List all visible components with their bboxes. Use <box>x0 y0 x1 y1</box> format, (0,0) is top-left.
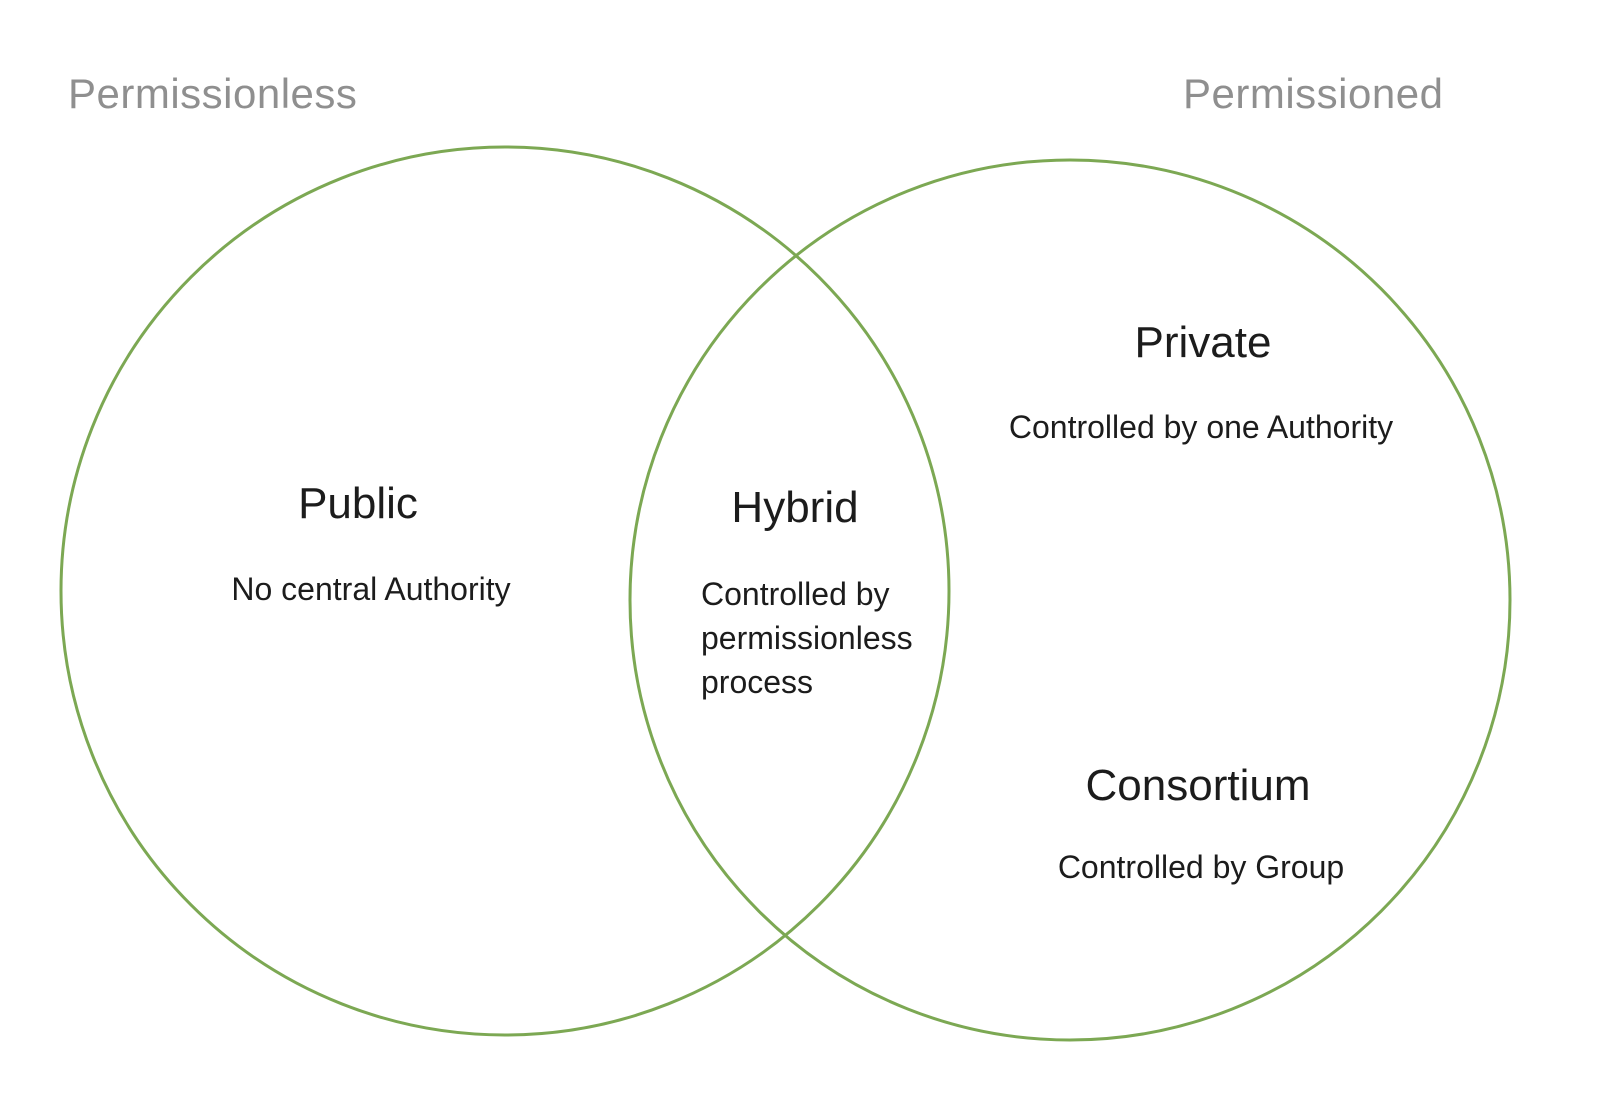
hybrid-subtitle-line-3: process <box>701 664 814 700</box>
hybrid-region-subtitle: Controlled by permissionless process <box>701 572 913 704</box>
permissioned-header: Permissioned <box>1183 70 1444 117</box>
consortium-region-subtitle: Controlled by Group <box>1057 849 1345 885</box>
private-region-subtitle: Controlled by one Authority <box>1008 409 1394 445</box>
permissioned-circle <box>628 158 1512 1042</box>
permissionless-header: Permissionless <box>68 70 358 117</box>
hybrid-region-title: Hybrid <box>731 483 859 532</box>
hybrid-subtitle-line-2: permissionless <box>701 620 913 656</box>
hybrid-subtitle-line-1: Controlled by <box>701 576 890 612</box>
consortium-region-title: Consortium <box>1085 761 1311 810</box>
public-region-title: Public <box>298 479 418 528</box>
private-region-title: Private <box>1134 318 1272 367</box>
public-region-subtitle: No central Authority <box>231 571 511 607</box>
permissionless-circle <box>59 145 951 1037</box>
